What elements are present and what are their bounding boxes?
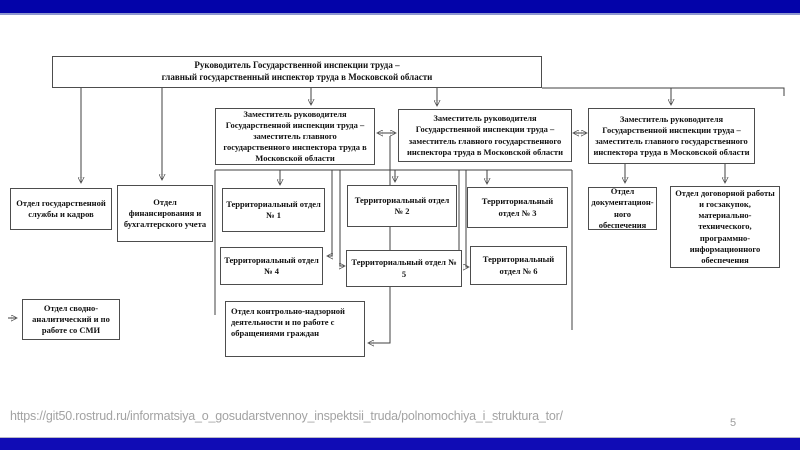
org-box-territorial-2: Территориальный отдел № 2 [347,185,457,227]
org-box-territorial-5: Территориальный отдел № 5 [346,250,462,287]
org-box-finance-dept: Отдел финансирования и бухгалтерского уч… [117,185,213,242]
top-accent-bar [0,0,800,15]
org-box-territorial-3: Территориальный отдел № 3 [467,187,568,228]
org-box-deputy-1: Заместитель руководителя Государственной… [215,108,375,165]
bottom-accent-bar [0,437,800,450]
org-box-control-supervision-dept: Отдел контрольно-надзорной деятельности … [225,301,365,357]
org-box-deputy-3: Заместитель руководителя Государственной… [588,108,755,164]
org-box-territorial-4: Территориальный отдел № 4 [220,247,323,285]
org-box-documentation-dept: Отдел документацион-ного обеспечения [588,186,657,230]
source-url-text: https://git50.rostrud.ru/informatsiya_o_… [10,409,563,423]
org-box-head-inspector: Руководитель Государственной инспекции т… [52,56,542,88]
org-box-civil-service-dept: Отдел государственной службы и кадров [10,188,112,230]
page-number: 5 [730,417,737,429]
org-box-deputy-2: Заместитель руководителя Государственной… [398,109,572,162]
org-box-media-analytics-dept: Отдел сводно-аналитический и по работе с… [22,299,120,340]
org-box-territorial-1: Территориальный отдел № 1 [222,188,325,232]
org-box-territorial-6: Территориальный отдел № 6 [470,246,567,285]
org-box-contract-procurement-dept: Отдел договорной работы и госзакупок, ма… [670,186,780,268]
